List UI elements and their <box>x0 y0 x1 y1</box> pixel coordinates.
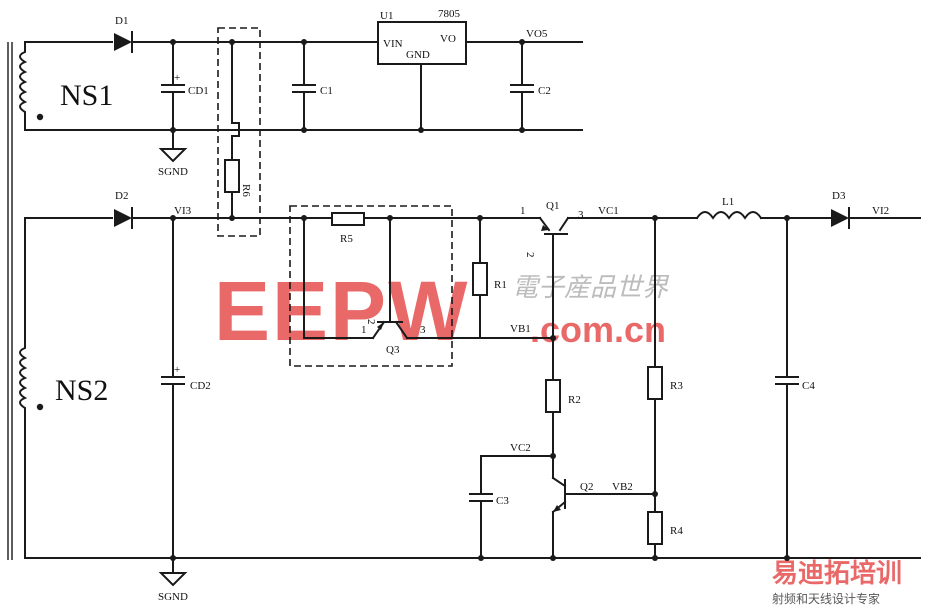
vi3-label: VI3 <box>174 205 192 217</box>
r1-label: R1 <box>494 279 507 291</box>
vc1-label: VC1 <box>598 205 619 217</box>
l1-label: L1 <box>722 196 734 208</box>
diode-d1: D1 <box>114 15 133 53</box>
transformer: NS1 NS2 <box>7 41 113 560</box>
sgnd-top-label: SGND <box>158 166 188 178</box>
resistor-r5 <box>331 212 365 226</box>
r5-q3-dashed-box <box>289 205 453 367</box>
top-section: D1 U1 7805 VIN GND VO VO5 + CD1 SGND <box>24 8 583 178</box>
vb1-label: VB1 <box>510 323 531 335</box>
transistor-q1: 1 Q1 3 2 <box>520 200 584 339</box>
resistor-r2 <box>545 379 561 413</box>
watermark-url: .com.cn <box>530 309 666 350</box>
capacitor-c3: C3 <box>469 455 509 559</box>
svg-text:+: + <box>174 72 180 84</box>
r4-label: R4 <box>670 525 683 537</box>
resistor-r3 <box>647 366 663 400</box>
watermark-cn-name: 電子産品世界 <box>512 273 670 303</box>
diode-d2: D2 <box>114 190 133 229</box>
r6-dashed-box <box>217 27 261 237</box>
resistor-r4 <box>647 511 663 545</box>
ns1-label: NS1 <box>60 79 113 112</box>
ns2-dot <box>36 403 44 411</box>
c1-label: C1 <box>320 85 333 97</box>
u1-label: U1 <box>380 10 393 22</box>
capacitor-cd2: + CD2 <box>161 217 211 573</box>
diode-d3: D3 <box>831 190 850 229</box>
q3-label: Q3 <box>386 344 400 356</box>
resistor-r6 <box>224 159 240 193</box>
vin-label: VIN <box>383 38 403 50</box>
bottom-section: D2 VI3 R5 2 1 3 Q3 R1 VB1 <box>24 190 921 603</box>
q1-label: Q1 <box>546 200 559 212</box>
svg-text:+: + <box>174 364 180 376</box>
d3-label: D3 <box>832 190 846 202</box>
watermark: EEPW 電子産品世界 .com.cn 易迪拓培训 射频和天线设计专家 <box>214 264 902 606</box>
c4-label: C4 <box>802 380 815 392</box>
capacitor-c4: C4 <box>775 217 815 559</box>
capacitor-c2: C2 <box>510 41 551 131</box>
r3-label: R3 <box>670 380 683 392</box>
ns2-winding <box>19 217 28 559</box>
q2-label: Q2 <box>580 481 593 493</box>
vo5-label: VO5 <box>526 28 548 40</box>
vb2-label: VB2 <box>612 481 633 493</box>
sgnd-bottom-label: SGND <box>158 591 188 603</box>
resistor-r1 <box>472 262 488 296</box>
svg-text:2: 2 <box>365 319 377 325</box>
transistor-q2: Q2 VB2 <box>551 476 656 559</box>
d1-label: D1 <box>115 15 128 27</box>
watermark-tagline: 射频和天线设计专家 <box>772 591 880 606</box>
r6-block: R6 <box>217 27 261 237</box>
svg-text:1: 1 <box>361 324 367 336</box>
r6-label: R6 <box>240 184 252 197</box>
svg-text:1: 1 <box>520 205 526 217</box>
c3-label: C3 <box>496 495 509 507</box>
r5-label: R5 <box>340 233 353 245</box>
capacitor-cd1: + CD1 <box>161 41 209 149</box>
svg-text:2: 2 <box>524 252 536 258</box>
capacitor-c1: C1 <box>292 41 333 131</box>
svg-text:3: 3 <box>578 209 584 221</box>
u1-part-label: 7805 <box>438 8 461 20</box>
ground-bottom: SGND <box>158 572 188 603</box>
cd2-label: CD2 <box>190 380 211 392</box>
vc2-label: VC2 <box>510 442 531 454</box>
gnd-label: GND <box>406 49 430 61</box>
inductor-l1: L1 <box>695 196 763 220</box>
vi2-label: VI2 <box>872 205 889 217</box>
ns1-winding <box>19 41 28 131</box>
ground-top: SGND <box>158 148 188 178</box>
watermark-logo: EEPW <box>214 264 469 358</box>
watermark-brand: 易迪拓培训 <box>772 558 902 588</box>
svg-text:3: 3 <box>420 324 426 336</box>
d2-label: D2 <box>115 190 128 202</box>
r2-label: R2 <box>568 394 581 406</box>
vo-label: VO <box>440 33 456 45</box>
c2-label: C2 <box>538 85 551 97</box>
ns1-dot <box>36 113 44 121</box>
ns2-label: NS2 <box>55 374 108 407</box>
cd1-label: CD1 <box>188 85 209 97</box>
